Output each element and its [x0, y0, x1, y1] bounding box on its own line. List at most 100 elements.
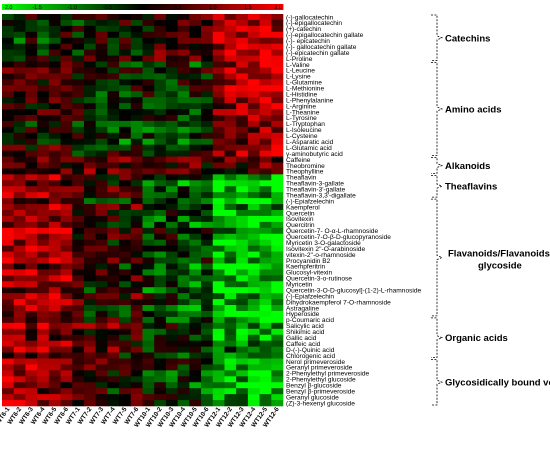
row-label: γ-aminobutyric acid: [286, 151, 343, 158]
heatmap-cell: [142, 352, 155, 359]
heatmap-cell: [2, 67, 15, 74]
row-label: 2-Phenylethyl primeveroside: [286, 371, 370, 378]
heatmap-cell: [72, 31, 85, 39]
row-label: Quercitrin: [286, 222, 315, 229]
heatmap-cell: [236, 310, 249, 318]
heatmap-cell: [13, 168, 26, 175]
heatmap-cell: [177, 305, 190, 312]
heatmap-cell: [189, 168, 202, 175]
heatmap-cell: [247, 215, 260, 223]
heatmap-cell: [142, 192, 155, 199]
heatmap-cell: [60, 275, 73, 282]
heatmap-cell: [236, 109, 249, 116]
row-label: Caffeine: [286, 157, 311, 164]
heatmap-cell: [224, 150, 237, 157]
heatmap-cell: [130, 340, 143, 347]
heatmap-cell: [72, 138, 85, 145]
heatmap-cell: [130, 328, 143, 336]
color-scale-tick-label: -1.5: [32, 5, 41, 11]
heatmap-cell: [25, 61, 38, 68]
heatmap-cell: [13, 126, 26, 134]
heatmap-cell: [130, 233, 143, 240]
group-label: Alkanoids: [445, 161, 490, 172]
heatmap-cell: [224, 198, 237, 205]
heatmap-cell: [72, 382, 85, 389]
heatmap-cell: [271, 43, 284, 50]
heatmap-cell: [259, 19, 272, 27]
heatmap-cell: [236, 120, 249, 128]
heatmap-cell: [119, 85, 132, 92]
heatmap-cell: [165, 376, 178, 383]
heatmap-cell: [25, 150, 38, 157]
heatmap-cell: [72, 233, 85, 240]
heatmap-cell: [130, 346, 143, 353]
heatmap-cell: [13, 352, 26, 359]
heatmap-cell: [212, 55, 225, 62]
heatmap-cell: [247, 43, 260, 50]
color-scale-swatch: [146, 4, 150, 10]
heatmap-cell: [189, 91, 202, 98]
heatmap-cell: [83, 293, 96, 300]
heatmap-cell: [259, 49, 272, 56]
heatmap-cell: [25, 198, 38, 205]
heatmap-cell: [130, 19, 143, 27]
heatmap-cell: [165, 275, 178, 282]
heatmap-cell: [201, 334, 214, 341]
heatmap-cell: [189, 144, 202, 151]
heatmap-cell: [48, 55, 61, 62]
heatmap-cell: [212, 376, 225, 383]
heatmap-cell: [201, 251, 214, 258]
row-label: Astragaline: [286, 305, 319, 312]
heatmap-cell: [48, 227, 61, 235]
heatmap-cell: [107, 126, 120, 134]
heatmap-cell: [224, 358, 237, 365]
heatmap-cell: [95, 138, 108, 145]
heatmap-cell: [119, 180, 132, 187]
heatmap-cell: [95, 61, 108, 68]
heatmap-cell: [189, 358, 202, 365]
heatmap-cell: [72, 162, 85, 169]
heatmap-cell: [25, 97, 38, 104]
heatmap-cell: [259, 31, 272, 39]
heatmap-cell: [95, 299, 108, 306]
heatmap-cell: [259, 293, 272, 300]
heatmap-cell: [271, 174, 284, 181]
heatmap-cell: [142, 19, 155, 27]
heatmap-cell: [189, 37, 202, 44]
heatmap-cell: [48, 251, 61, 258]
heatmap-cell: [142, 61, 155, 68]
heatmap-cell: [236, 79, 249, 86]
heatmap-cell: [189, 340, 202, 347]
heatmap-cell: [247, 85, 260, 92]
heatmap-cell: [72, 144, 85, 151]
row-label: (-)-epigallocatechin: [286, 20, 342, 27]
heatmap-cell: [119, 328, 132, 336]
heatmap-cell: [154, 73, 167, 80]
heatmap-cell: [2, 352, 15, 359]
heatmap-cell: [130, 257, 143, 264]
heatmap-cell: [48, 204, 61, 211]
heatmap-cell: [189, 150, 202, 157]
heatmap-cell: [48, 215, 61, 223]
heatmap-cell: [247, 132, 260, 140]
heatmap-cell: [119, 14, 132, 21]
heatmap-cell: [37, 287, 50, 294]
heatmap-cell: [2, 120, 15, 128]
heatmap-cell: [130, 376, 143, 383]
heatmap-cell: [72, 275, 85, 282]
heatmap-cell: [107, 97, 120, 104]
heatmap-cell: [271, 227, 284, 235]
heatmap-cell: [154, 257, 167, 264]
heatmap-cell: [142, 114, 155, 122]
heatmap-cell: [236, 162, 249, 169]
heatmap-cell: [259, 382, 272, 389]
heatmap-cell: [60, 204, 73, 211]
heatmap-cell: [201, 79, 214, 86]
heatmap-cell: [95, 43, 108, 50]
heatmap-cell: [236, 322, 249, 330]
heatmap-cell: [25, 275, 38, 282]
heatmap-cell: [189, 257, 202, 264]
heatmap-cell: [142, 370, 155, 377]
heatmap-cell: [247, 358, 260, 365]
heatmap-cell: [236, 180, 249, 187]
